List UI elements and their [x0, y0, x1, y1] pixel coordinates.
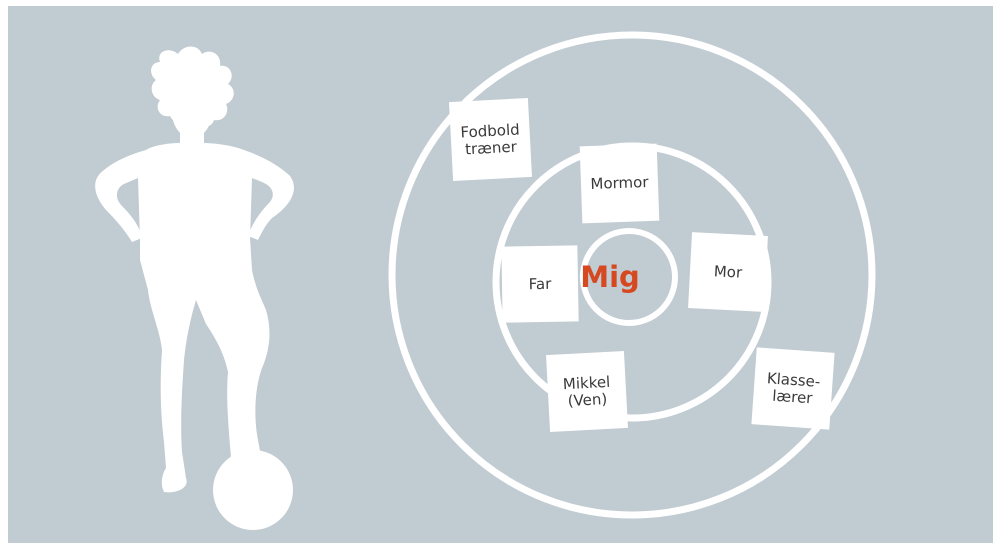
note-mormor: Mormor	[579, 143, 660, 224]
inner-ring	[580, 228, 678, 326]
note-fodbold-traener: Fodbold træner	[448, 97, 533, 182]
note-mikkel-ven: Mikkel (Ven)	[546, 351, 628, 432]
outer-ring	[388, 31, 876, 519]
child-silhouette-icon	[95, 46, 294, 530]
center-label-mig: Mig	[580, 260, 640, 294]
note-mor: Mor	[688, 232, 768, 312]
note-klasselaerer: Klasse- lærer	[751, 347, 835, 430]
note-far: Far	[501, 245, 579, 323]
